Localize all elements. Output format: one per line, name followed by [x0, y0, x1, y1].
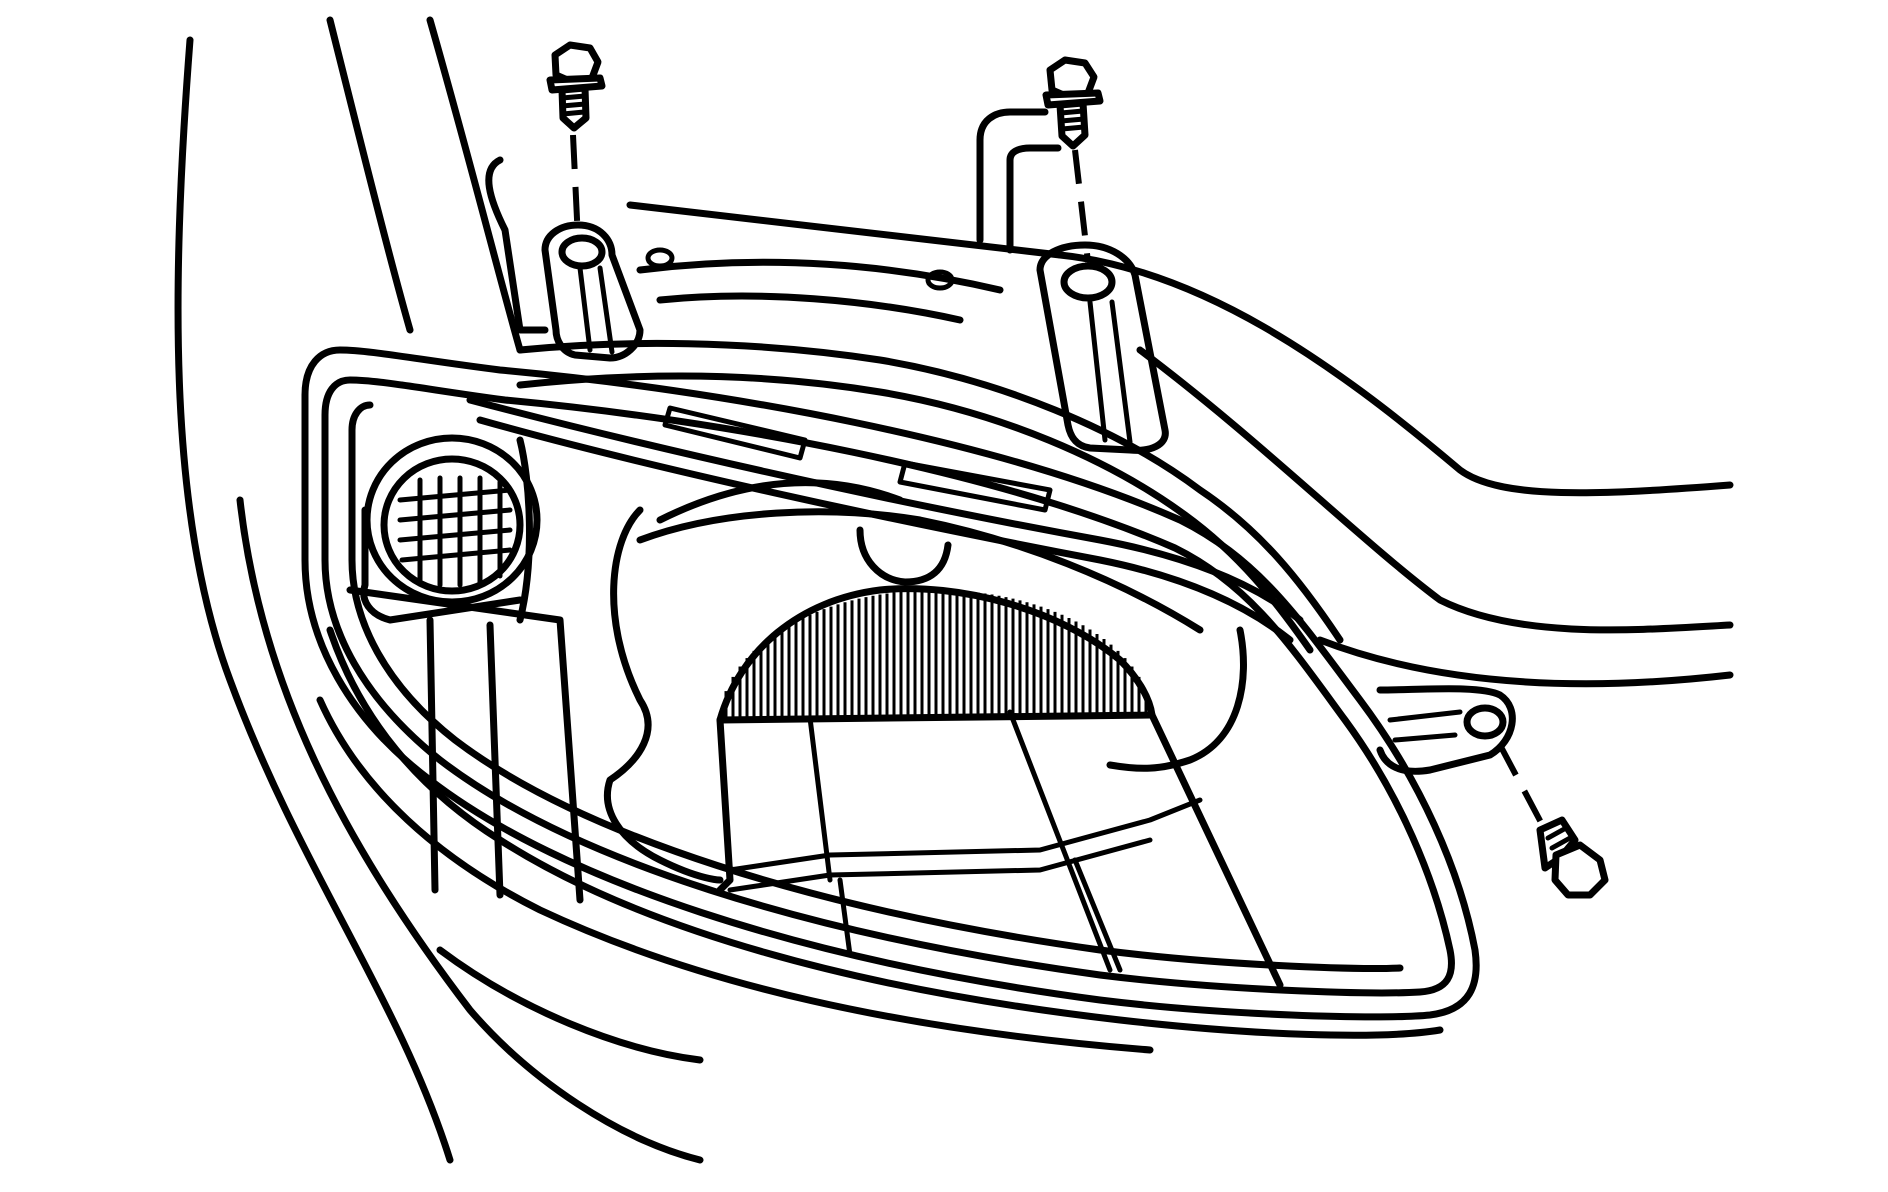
cap-hatching [724, 590, 1148, 718]
projector-cap [716, 585, 1156, 724]
side-mounting-tab [1376, 685, 1516, 775]
body-panel-lines [426, 16, 1734, 688]
bolt-side-right [1497, 743, 1609, 899]
right-mounting-tab [1036, 241, 1169, 454]
left-mounting-tab [485, 156, 955, 362]
headlamp-housing [301, 346, 1480, 1054]
lower-trim [436, 946, 704, 1064]
lens-grid [716, 709, 1284, 989]
fender-outline [174, 16, 704, 1164]
bolt-top-left [546, 41, 606, 241]
signal-grid [397, 475, 513, 588]
bolt-top-right [1042, 56, 1104, 263]
housing-ribs [346, 436, 584, 904]
coolant-hose [976, 108, 1062, 254]
headlamp-reflector [603, 479, 1247, 884]
